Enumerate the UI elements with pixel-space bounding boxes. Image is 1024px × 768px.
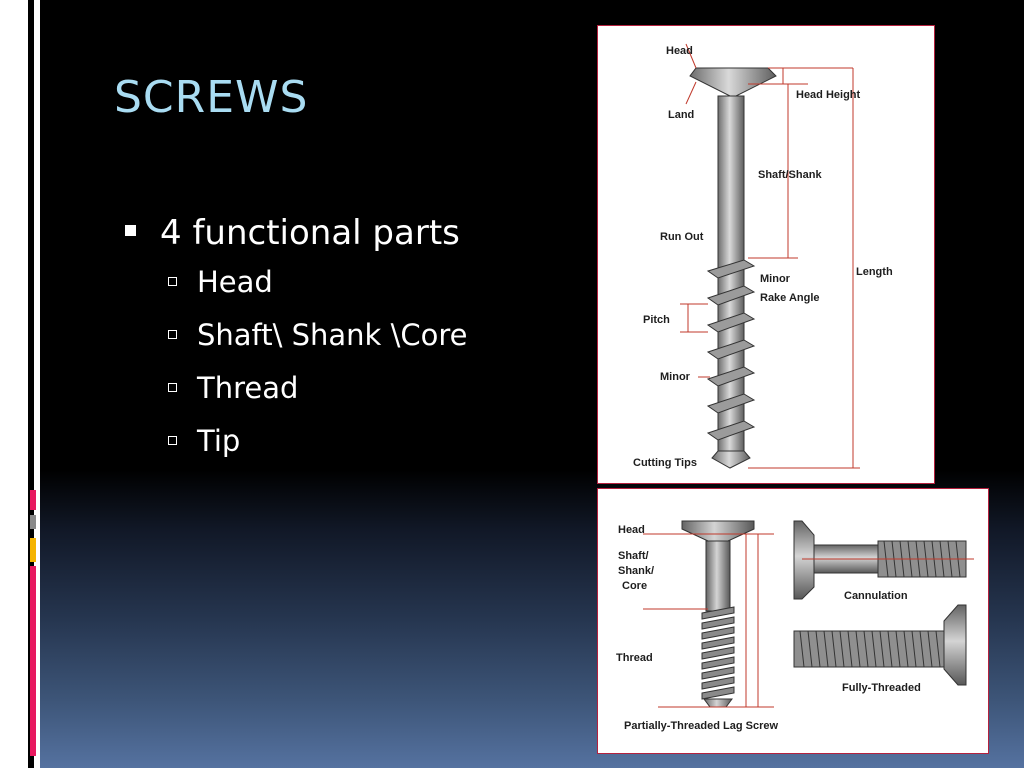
label-shank: Shank/ (618, 565, 654, 577)
slide-title: SCREWS (114, 72, 309, 123)
label-minor: Minor (660, 371, 691, 383)
sub-bullet-text: Tip (197, 424, 241, 458)
screw-thread-shapes (706, 259, 756, 441)
lag-screw-tip (703, 698, 733, 708)
hollow-square-bullet-icon (168, 436, 177, 445)
cannulated-screw-head (793, 520, 815, 600)
sub-bullet-item-thread: Thread (122, 362, 467, 415)
screw-types-diagram: Cannulation Fully-Threaded Head Shaft/ S… (616, 520, 974, 732)
sub-bullet-text: Thread (197, 371, 299, 405)
label-head: Head (618, 524, 645, 536)
sub-bullet-item-shaft: Shaft\ Shank \Core (122, 309, 467, 362)
hollow-square-bullet-icon (168, 330, 177, 339)
label-core: Core (622, 580, 647, 592)
deco-pink-mark-top (30, 490, 36, 510)
label-cutting-tips: Cutting Tips (633, 457, 697, 469)
left-decoration (22, 0, 40, 768)
screw-anatomy-figure: Head Land Head Height Shaft/Shank Run Ou… (597, 25, 935, 484)
deco-pink-bar (30, 566, 36, 756)
lag-screw-shank (705, 540, 731, 612)
label-length: Length (856, 266, 893, 278)
label-thread: Thread (616, 652, 653, 664)
deco-gold-mark (30, 538, 36, 562)
label-rake-angle: Rake Angle (760, 292, 820, 304)
label-fully-threaded: Fully-Threaded (842, 682, 921, 694)
label-land: Land (668, 109, 694, 121)
label-head-height: Head Height (796, 89, 861, 101)
label-head: Head (666, 45, 693, 57)
fully-threaded-head (943, 604, 967, 686)
bullet-text: 4 functional parts (160, 213, 460, 253)
lag-screw-threads (701, 606, 735, 700)
sub-bullet-item-head: Head (122, 256, 467, 309)
screw-head-shape (689, 67, 777, 97)
sub-bullet-text: Head (197, 265, 273, 299)
deco-gray-mark (30, 515, 36, 529)
hollow-square-bullet-icon (168, 277, 177, 286)
bullet-list: 4 functional parts Head Shaft\ Shank \Co… (122, 210, 467, 468)
sub-bullet-text: Shaft\ Shank \Core (197, 318, 468, 352)
sub-bullet-item-tip: Tip (122, 415, 467, 468)
screw-anatomy-diagram: Head Land Head Height Shaft/Shank Run Ou… (633, 43, 893, 469)
screw-types-figure: Cannulation Fully-Threaded Head Shaft/ S… (597, 488, 989, 754)
square-bullet-icon (125, 225, 136, 236)
bullet-item: 4 functional parts (122, 210, 467, 256)
label-cannulation: Cannulation (844, 590, 908, 602)
label-minor-top: Minor (760, 273, 791, 285)
screw-tip-shape (711, 450, 751, 469)
label-shaft: Shaft/ (618, 550, 649, 562)
label-partially-threaded-lag-screw: Partially-Threaded Lag Screw (624, 720, 778, 732)
hollow-square-bullet-icon (168, 383, 177, 392)
label-shaft-shank: Shaft/Shank (758, 169, 822, 181)
lag-screw-head (681, 520, 755, 542)
fully-threaded-thread-lines (799, 630, 941, 668)
label-pitch: Pitch (643, 314, 670, 326)
label-run-out: Run Out (660, 231, 704, 243)
